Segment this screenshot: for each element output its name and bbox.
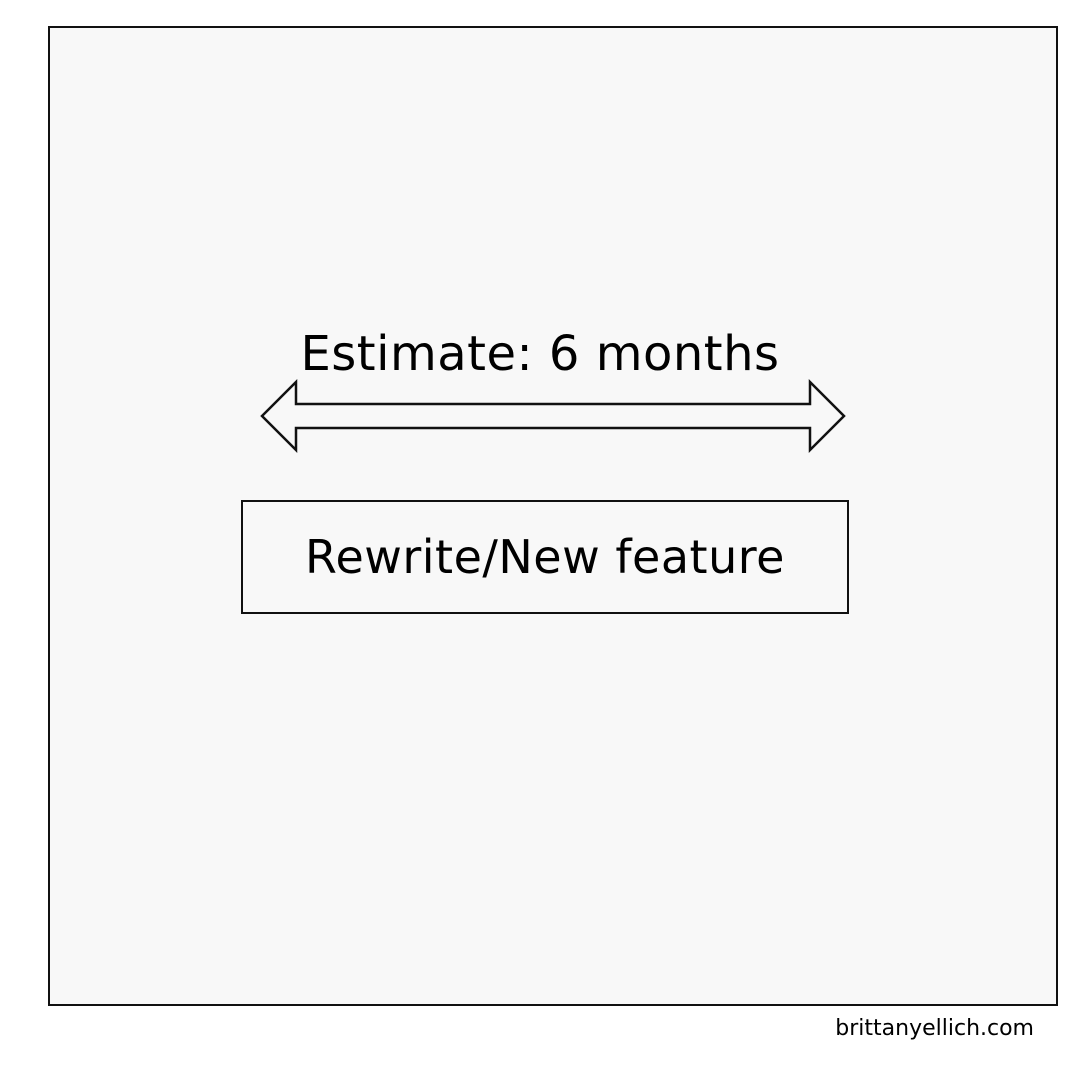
site-credit: brittanyellich.com bbox=[835, 1016, 1034, 1041]
feature-box: Rewrite/New feature bbox=[241, 500, 849, 614]
estimate-label: Estimate: 6 months bbox=[300, 326, 780, 382]
feature-label: Rewrite/New feature bbox=[305, 530, 785, 584]
double-headed-arrow-icon bbox=[260, 378, 846, 454]
